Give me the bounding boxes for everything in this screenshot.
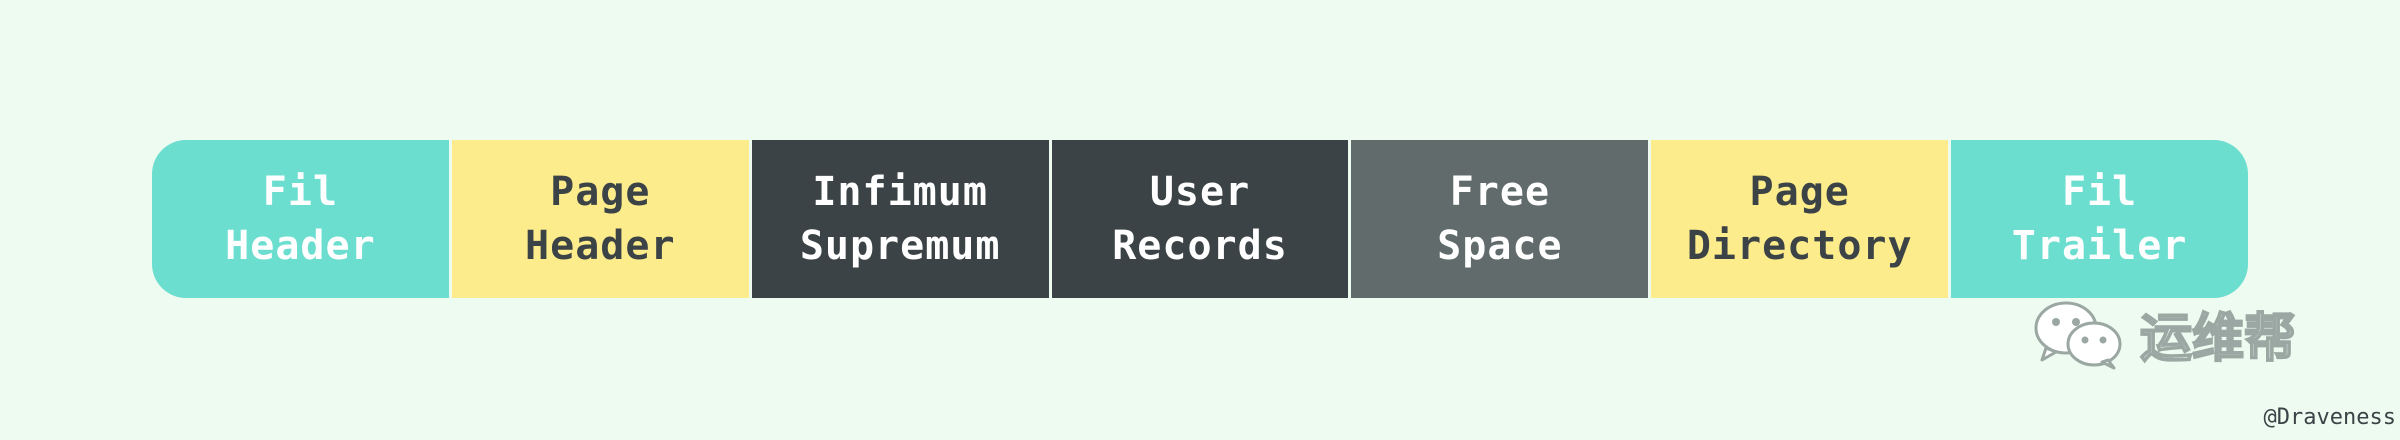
watermark-text: 运维帮	[2139, 308, 2297, 370]
segment-user-records: User Records	[1051, 140, 1352, 298]
segment-page-directory: Page Directory	[1651, 140, 1952, 298]
segment-label: Infimum Supremum	[799, 169, 1001, 269]
segment-label: Free Space	[1437, 169, 1563, 269]
watermark: 运维帮	[2030, 296, 2297, 371]
segment-label: Page Header	[525, 169, 676, 269]
segment-fil-trailer: Fil Trailer	[1951, 140, 2248, 298]
author-credit: @Draveness	[2263, 405, 2396, 430]
segment-infimum-supremum: Infimum Supremum	[751, 140, 1052, 298]
segment-label: Fil Header	[225, 169, 376, 269]
segment-fil-header: Fil Header	[152, 140, 452, 298]
wechat-icon	[2034, 301, 2122, 369]
segment-free-space: Free Space	[1351, 140, 1652, 298]
segment-label: Fil Trailer	[2011, 169, 2188, 269]
segment-page-header: Page Header	[451, 140, 752, 298]
segment-label: Page Directory	[1686, 169, 1913, 269]
page-structure-bar: Fil Header Page Header Infimum Supremum …	[152, 140, 2248, 298]
segment-label: User Records	[1112, 169, 1288, 269]
